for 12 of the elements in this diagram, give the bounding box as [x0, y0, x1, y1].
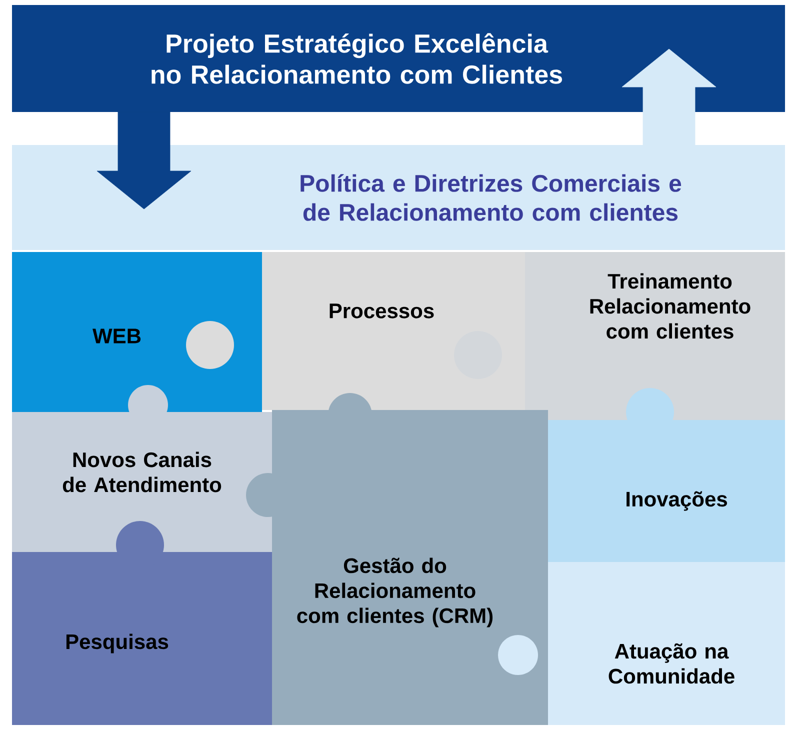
puzzle-piece: Pesquisas	[12, 521, 272, 725]
block-arrow	[96, 112, 192, 210]
puzzle-piece: Inovações	[548, 388, 786, 562]
title-band: Projeto Estratégico Excelência no Relacionamento com Clientes	[12, 5, 786, 112]
puzzle-piece: WEB	[12, 252, 262, 412]
puzzle-piece: Atuação na Comunidade	[498, 562, 786, 725]
puzzle-piece: Processos	[186, 252, 525, 410]
policy-band: Política e Diretrizes Comerciais e de Relacionamento com clientes	[12, 145, 786, 250]
puzzle-piece: Treinamento Relacionamento com clientes	[454, 252, 786, 420]
puzzle-piece: Gestão do Relacionamento com clientes (CRM)	[246, 393, 548, 725]
puzzle-piece: Novos Canais de Atendimento	[12, 385, 272, 552]
block-arrow	[622, 48, 716, 146]
